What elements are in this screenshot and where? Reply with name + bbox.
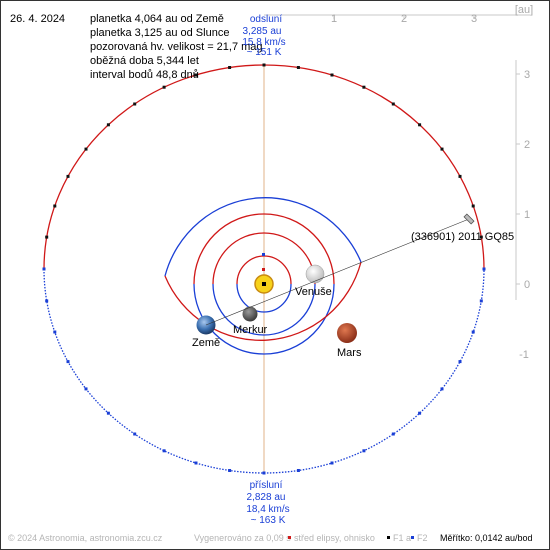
info-line: planetka 4,064 au od Země xyxy=(90,13,224,25)
legend-f2-label: F2 xyxy=(417,533,428,543)
orbit-point-marker xyxy=(479,299,483,303)
perihelion-label: přísluní 2,828 au 18,4 km/s ~ 163 K xyxy=(246,480,289,526)
orbit-point-marker xyxy=(262,63,266,67)
orbit-point-marker xyxy=(440,147,444,151)
perihelion-line: ~ 163 K xyxy=(251,515,286,526)
asteroid-marker xyxy=(463,213,475,225)
orbit-point-marker xyxy=(262,471,266,475)
info-line: interval bodů 48,8 dnů xyxy=(90,69,199,81)
y-tick-2: 2 xyxy=(524,139,530,151)
orbit-point-marker xyxy=(479,235,483,239)
orbit-point-marker xyxy=(133,102,137,106)
orbit-point-marker xyxy=(458,174,462,178)
legend-center-swatch xyxy=(288,536,291,539)
info-line: pozorovaná hv. velikost = 21,7 mag xyxy=(90,41,263,53)
asteroid-label: (336901) 2011 GQ85 xyxy=(411,231,514,243)
orbit-point-marker xyxy=(66,360,70,364)
orbit-point-marker xyxy=(42,267,46,271)
aphelion-line: 3,285 au xyxy=(243,26,282,37)
orbit-point-marker xyxy=(330,73,334,77)
orbit-point-marker xyxy=(53,330,57,334)
y-tick-0: 0 xyxy=(524,279,530,291)
orbit-point-marker xyxy=(362,85,366,89)
mars-label: Mars xyxy=(337,347,362,359)
mercury-planet xyxy=(242,306,258,322)
mercury-label: Merkur xyxy=(233,324,268,336)
legend-f1-swatch xyxy=(387,536,390,539)
asteroid-orbit-lower xyxy=(43,268,485,474)
orbit-point-marker xyxy=(418,123,422,127)
aphelion-line: odsluní xyxy=(250,14,282,25)
orbit-point-marker xyxy=(471,330,475,334)
orbit-point-marker xyxy=(458,360,462,364)
orbit-point-marker xyxy=(418,411,422,415)
perihelion-line: 2,828 au xyxy=(247,492,286,503)
orbit-point-marker xyxy=(330,461,334,465)
orbit-point-marker xyxy=(45,299,49,303)
y-tick-minus-1: -1 xyxy=(519,349,529,361)
perihelion-line: přísluní xyxy=(250,480,283,491)
orbit-point-marker xyxy=(66,174,70,178)
x-axis: 1 2 3 [au] xyxy=(264,4,533,25)
orbit-point-marker xyxy=(194,73,198,77)
perihelion-line: 18,4 km/s xyxy=(246,504,289,515)
mars-planet xyxy=(337,323,357,343)
orbit-point-marker xyxy=(45,235,49,239)
x-tick-3: 3 xyxy=(471,13,477,25)
orbit-point-marker xyxy=(106,123,110,127)
orbit-point-marker xyxy=(194,461,198,465)
venus-label: Venuše xyxy=(295,286,332,298)
aphelion-line: ~ 151 K xyxy=(247,47,282,58)
focus-f1-marker xyxy=(262,282,266,286)
x-tick-1: 1 xyxy=(331,13,337,25)
copyright-text: © 2024 Astronomia, astronomia.zcu.cz xyxy=(8,533,163,543)
earth-asteroid-sightline xyxy=(205,218,470,326)
orbit-point-marker xyxy=(296,66,300,69)
earth-label: Země xyxy=(192,337,220,349)
earth-orbit xyxy=(193,213,335,355)
orbit-point-marker xyxy=(53,204,57,208)
footer: © 2024 Astronomia, astronomia.zcu.cz Vyg… xyxy=(8,533,533,543)
info-line: oběžná doba 5,344 let xyxy=(90,55,199,67)
orbit-point-marker xyxy=(391,432,395,436)
orbit-point-marker xyxy=(84,387,88,391)
info-line: planetka 3,125 au od Slunce xyxy=(90,27,229,39)
orbit-point-marker xyxy=(228,66,232,69)
orbit-point-marker xyxy=(162,85,166,89)
orbit-point-marker xyxy=(228,469,232,472)
aphelion-line: 15,8 km/s xyxy=(242,37,285,48)
legend-center-label: střed elipsy, ohnisko xyxy=(294,533,375,543)
orbit-point-marker xyxy=(106,411,110,415)
orbit-point-marker xyxy=(162,449,166,453)
axis-unit: [au] xyxy=(515,4,533,16)
orbit-point-marker xyxy=(482,267,486,271)
orbit-point-marker xyxy=(471,204,475,208)
orbit-point-marker xyxy=(391,102,395,106)
y-axis: 3 2 1 0 -1 xyxy=(515,60,530,361)
orbit-point-marker xyxy=(133,432,137,436)
date-label: 26. 4. 2024 xyxy=(10,13,65,25)
orbit-point-marker xyxy=(84,147,88,151)
y-tick-1: 1 xyxy=(524,209,530,221)
venus-orbit xyxy=(212,232,316,336)
mars-orbit xyxy=(164,197,362,341)
legend-f1-label: F1 a xyxy=(393,533,411,543)
ellipse-center-marker xyxy=(262,268,265,271)
orbit-point-marker xyxy=(440,387,444,391)
scale-label: Měřítko: 0,0142 au/bod xyxy=(440,533,533,543)
orbit-point-marker xyxy=(296,469,300,472)
focus-f2-marker xyxy=(262,253,265,256)
asteroid-orbit xyxy=(42,63,486,475)
y-tick-3: 3 xyxy=(524,69,530,81)
generated-time: Vygenerováno za 0,09 s xyxy=(194,533,291,543)
aphelion-label: odsluní 3,285 au 15,8 km/s ~ 151 K xyxy=(242,14,285,58)
legend-f2-swatch xyxy=(411,536,414,539)
venus-planet xyxy=(305,264,325,284)
x-tick-2: 2 xyxy=(401,13,407,25)
orbit-point-marker xyxy=(362,449,366,453)
